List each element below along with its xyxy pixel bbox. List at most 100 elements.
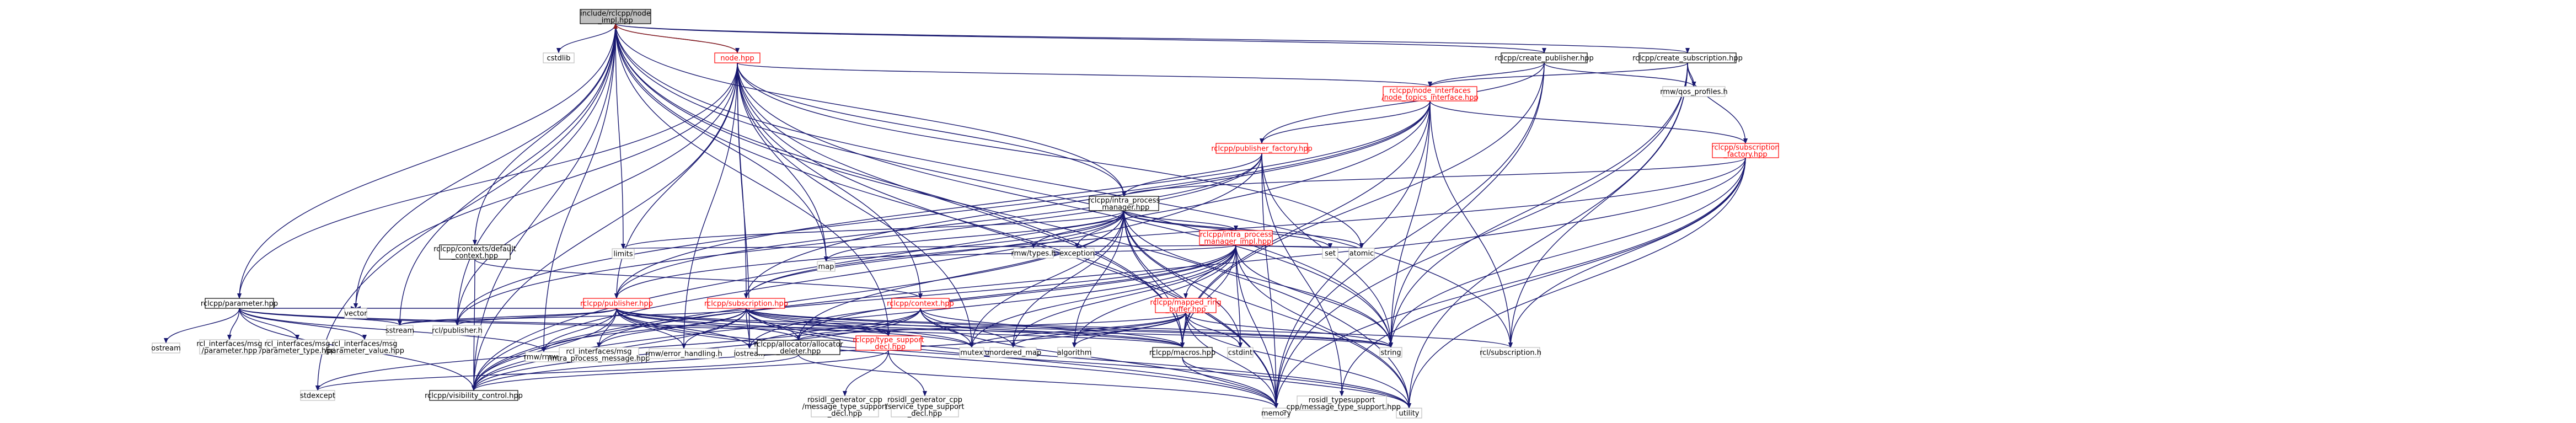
node-label: /parameter_value.hpp — [325, 347, 404, 355]
edge-node-hpp-to-ipm — [737, 62, 1126, 197]
node-box — [1638, 52, 1737, 63]
node-rcl-publisher-h[interactable]: rcl/publisher.h — [432, 325, 483, 336]
node-rmw-rmw-h[interactable]: rmw/rmw.h — [524, 351, 564, 362]
node-rcl-interfaces-msg-parameter-type-hpp[interactable]: rcl_interfaces/msg/parameter_type.hpp — [259, 339, 335, 355]
node-utility[interactable]: utility — [1396, 408, 1422, 419]
node-rclcpp-context-hpp[interactable]: rclcpp/context.hpp — [887, 298, 954, 309]
edge-root-to-sstream — [398, 23, 616, 326]
node-box — [1501, 52, 1588, 63]
node-rcl-interfaces-msg-parameter-value-hpp[interactable]: rcl_interfaces/msg/parameter_value.hpp — [325, 339, 404, 355]
node-box — [386, 325, 414, 336]
node-cstdlib[interactable]: cstdlib — [543, 52, 575, 63]
node-atomic[interactable]: atomic — [1348, 248, 1375, 259]
edge-ipm-to-exception — [1075, 210, 1124, 249]
node-label: rclcpp/context.hpp — [887, 300, 954, 308]
edge-ipm-impl-to-string — [1235, 244, 1393, 348]
node-label: rclcpp/macros.hpp — [1149, 349, 1215, 357]
node-rclcpp-visibility-control-hpp[interactable]: rclcpp/visibility_control.hpp — [425, 390, 523, 401]
node-cstdint[interactable]: cstdint — [1227, 347, 1254, 358]
edge-ipm-to-macros — [1123, 210, 1185, 348]
edge-pub-factory-to-rosidl-typesupport — [1261, 153, 1344, 397]
node-mutex[interactable]: mutex — [959, 347, 984, 358]
node-label: _buffer.hpp — [1165, 306, 1206, 314]
node-box — [344, 308, 367, 319]
node-rclcpp-intra-process-manager-hpp[interactable]: rclcpp/intra_process_manager.hpp — [1088, 196, 1160, 212]
node-rclcpp-allocator-allocator-deleter-hpp[interactable]: rclcpp/allocator/allocator_deleter.hpp — [754, 340, 843, 356]
node-rclcpp-intra-process-manager-impl-hpp[interactable]: rclcpp/intra_process_manager_impl.hpp — [1199, 230, 1273, 246]
node-rclcpp-parameter-hpp[interactable]: rclcpp/parameter.hpp — [201, 298, 278, 309]
node-box — [1297, 395, 1387, 411]
node-limits[interactable]: limits — [612, 248, 635, 259]
edge-ipm-impl-to-iostream — [747, 244, 1236, 349]
node-label: _context.hpp — [451, 252, 498, 260]
node-rcl-subscription-h[interactable]: rcl/subscription.h — [1480, 347, 1541, 358]
node-exception[interactable]: exception — [1059, 248, 1095, 259]
node-rclcpp-subscription-hpp[interactable]: rclcpp/subscription.hpp — [704, 298, 788, 309]
node-label: rcl/subscription.h — [1480, 349, 1541, 357]
edge-subscription-to-iostream — [746, 308, 752, 349]
node-label: rmw/error_handling.h — [645, 350, 722, 358]
node-rclcpp-create-subscription-hpp[interactable]: rclcpp/create_subscription.hpp — [1632, 52, 1743, 63]
node-label: rcl_interfaces/msg — [196, 340, 262, 348]
node-rclcpp-mapped-ring-buffer-hpp[interactable]: rclcpp/mapped_ring_buffer.hpp — [1150, 298, 1222, 314]
node-string[interactable]: string — [1379, 347, 1402, 358]
node-box — [1089, 196, 1159, 211]
node-label: rcl_interfaces/msg — [566, 347, 631, 356]
edge-parameter-to-rcl-param-value — [239, 308, 367, 340]
node-rmw-qos-profiles-h[interactable]: rmw/qos_profiles.h — [1660, 86, 1728, 97]
node-label: _cpp/message_type_support.hpp — [1282, 403, 1401, 411]
node-label: include/rclcpp/node — [580, 9, 651, 18]
edge-subscription-to-rcl-subscription — [746, 308, 1513, 348]
node-box — [439, 244, 511, 260]
node-stdexcept[interactable]: stdexcept — [300, 390, 335, 401]
node-rosidl-generator-cpp-message-type-support-decl-hpp[interactable]: rosidl_generator_cpp/message_type_suppor… — [802, 395, 888, 418]
node-include-rclcpp-node-impl-hpp[interactable]: include/rclcpp/node_impl.hpp — [580, 9, 651, 25]
edge-ipm-to-utility — [1123, 210, 1411, 409]
node-box — [1262, 408, 1290, 419]
edge-ipm-impl-to-memory — [1235, 244, 1278, 409]
node-unordered-map[interactable]: unordered_map — [985, 347, 1042, 358]
node-rosidl-generator-cpp-service-type-support-decl-hpp[interactable]: rosidl_generator_cpp/service_type_suppor… — [886, 395, 965, 418]
node-rclcpp-contexts-default-context-hpp[interactable]: rclcpp/contexts/default_context.hpp — [433, 244, 516, 260]
node-rclcpp-publisher-hpp[interactable]: rclcpp/publisher.hpp — [580, 298, 653, 309]
edge-ipm-impl-to-macros — [1180, 244, 1236, 348]
node-memory[interactable]: memory — [1261, 408, 1292, 419]
edge-context-to-macros — [920, 308, 1185, 348]
node-box — [649, 348, 719, 359]
node-box — [334, 339, 395, 355]
edge-subscription-to-macros — [746, 308, 1185, 348]
node-rmw-error-handling-h[interactable]: rmw/error_handling.h — [645, 348, 722, 359]
node-label: rclcpp/parameter.hpp — [201, 300, 278, 308]
edge-node-hpp-to-visibility — [472, 62, 738, 391]
edge-root-to-limits — [615, 23, 625, 249]
node-sstream[interactable]: sstream — [385, 325, 414, 336]
node-box — [432, 325, 482, 336]
node-map[interactable]: map — [817, 261, 836, 272]
node-label: _factory.hpp — [1723, 151, 1767, 159]
node-box — [429, 390, 518, 401]
node-box — [714, 52, 761, 63]
node-rmw-types-h[interactable]: rmw/types.h — [1011, 248, 1056, 259]
node-rclcpp-type-support-decl-hpp[interactable]: rclcpp/type_support_decl.hpp — [853, 335, 924, 351]
node-rclcpp-macros-hpp[interactable]: rclcpp/macros.hpp — [1149, 347, 1215, 358]
edge-mapped-ring-to-alloc-deleter — [796, 312, 1186, 341]
node-box — [707, 298, 785, 309]
node-set[interactable]: set — [1322, 248, 1338, 259]
node-label: _manager.hpp — [1098, 204, 1150, 212]
node-box — [1322, 248, 1338, 259]
node-rcl-interfaces-msg-parameter-hpp[interactable]: rcl_interfaces/msg/parameter.hpp — [196, 339, 263, 355]
node-label: /intra_process_message.hpp — [548, 355, 650, 363]
node-label: rclcpp/type_support — [853, 336, 924, 344]
node-rclcpp-publisher-factory-hpp[interactable]: rclcpp/publisher_factory.hpp — [1211, 143, 1313, 154]
node-node-hpp[interactable]: node.hpp — [714, 52, 761, 63]
node-rclcpp-node-interfaces-node-topics-interface-hpp[interactable]: rclcpp/node_interfaces/node_topics_inter… — [1381, 86, 1479, 102]
node-box — [205, 298, 274, 309]
node-ostream[interactable]: ostream — [151, 342, 181, 354]
edge-subscription-to-mutex — [746, 308, 974, 348]
node-algorithm[interactable]: algorithm — [1057, 347, 1092, 358]
node-rosidl-typesupport-cpp-message-type-support-hpp[interactable]: rosidl_typesupport_cpp/message_type_supp… — [1282, 395, 1401, 411]
node-rclcpp-subscription-factory-hpp[interactable]: rclcpp/subscription_factory.hpp — [1711, 143, 1780, 159]
node-vector[interactable]: vector — [344, 308, 367, 319]
node-rclcpp-create-publisher-hpp[interactable]: rclcpp/create_publisher.hpp — [1495, 52, 1594, 63]
node-rcl-interfaces-msg-intra-process-message-hpp[interactable]: rcl_interfaces/msg/intra_process_message… — [548, 347, 650, 363]
